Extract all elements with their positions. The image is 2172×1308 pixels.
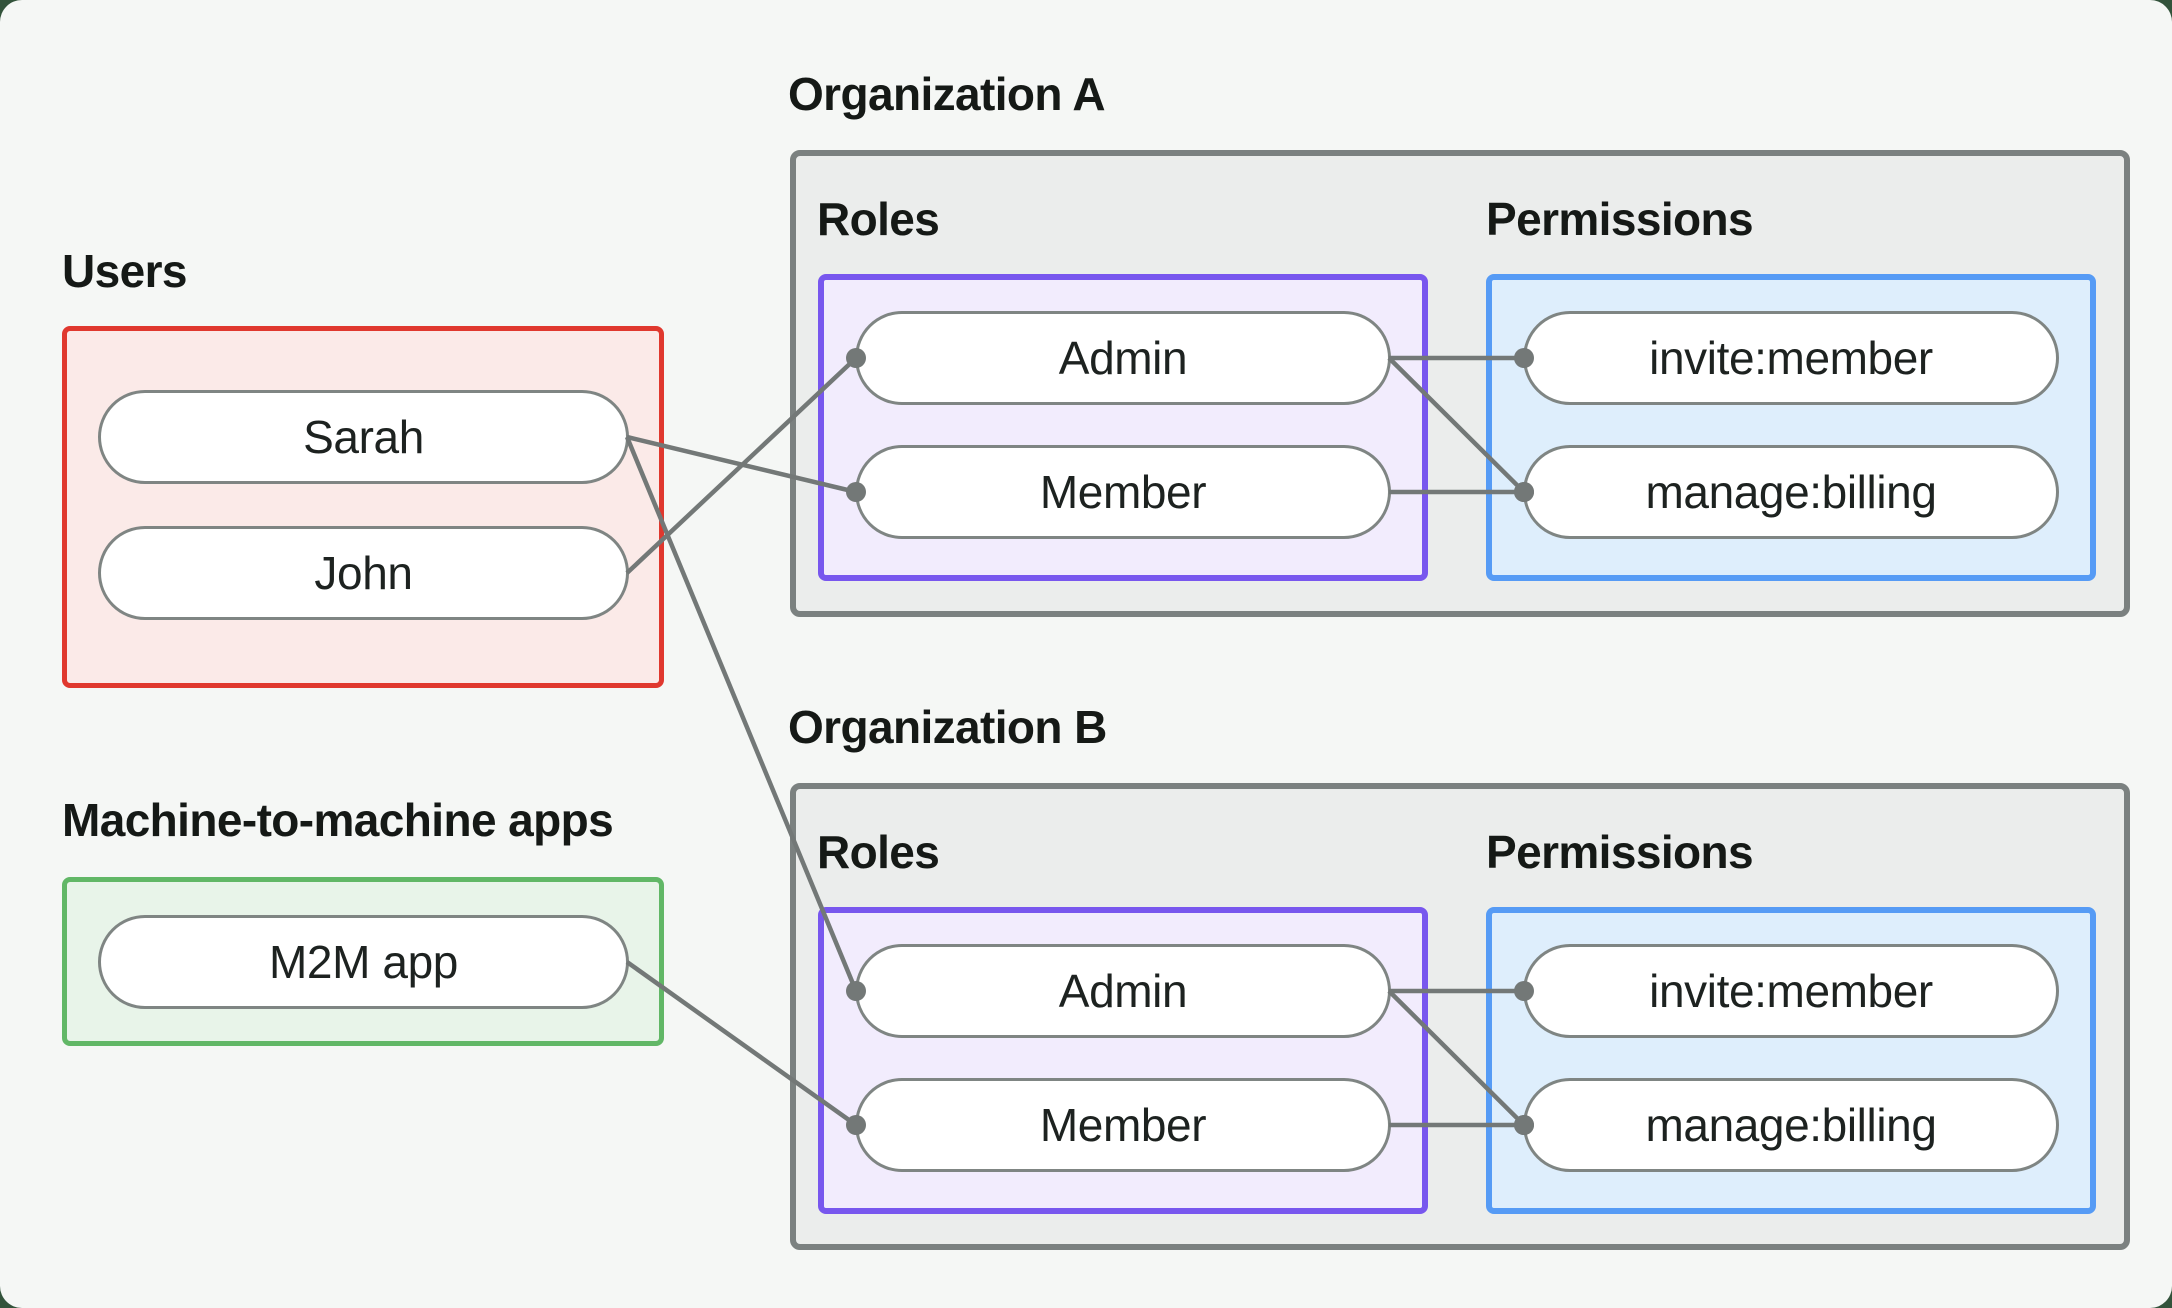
org-b-title: Organization B	[788, 701, 1107, 753]
org-a-role-member: Member	[855, 445, 1391, 539]
node-label: Admin	[1058, 332, 1188, 384]
org-b-permissions-label: Permissions	[1486, 826, 1754, 878]
org-b-role-admin: Admin	[855, 944, 1391, 1038]
node-label: manage:billing	[1645, 466, 1937, 518]
org-a-title: Organization A	[788, 68, 1106, 120]
org-b-permission-manage-billing: manage:billing	[1523, 1078, 2059, 1172]
org-b-roles-label: Roles	[817, 826, 940, 878]
node-label: Admin	[1058, 965, 1188, 1017]
node-label: Member	[1039, 1099, 1207, 1151]
org-a-roles-label: Roles	[817, 193, 940, 245]
org-a-permissions-label: Permissions	[1486, 193, 1754, 245]
org-a-role-admin: Admin	[855, 311, 1391, 405]
org-a-permission-manage-billing: manage:billing	[1523, 445, 2059, 539]
node-label: manage:billing	[1645, 1099, 1937, 1151]
m2m-group-label: Machine-to-machine apps	[62, 794, 614, 846]
org-a-permission-invite-member: invite:member	[1523, 311, 2059, 405]
node-label: invite:member	[1649, 965, 1933, 1017]
node-label: Member	[1039, 466, 1207, 518]
org-b-permission-invite-member: invite:member	[1523, 944, 2059, 1038]
users-group-box	[62, 326, 664, 688]
m2m-app-node: M2M app	[98, 915, 629, 1009]
user-node-sarah: Sarah	[98, 390, 629, 484]
org-b-role-member: Member	[855, 1078, 1391, 1172]
node-label: M2M app	[269, 936, 458, 988]
node-label: John	[314, 547, 413, 599]
node-label: invite:member	[1649, 332, 1933, 384]
user-node-john: John	[98, 526, 629, 620]
users-group-label: Users	[62, 245, 187, 297]
node-label: Sarah	[303, 411, 424, 463]
